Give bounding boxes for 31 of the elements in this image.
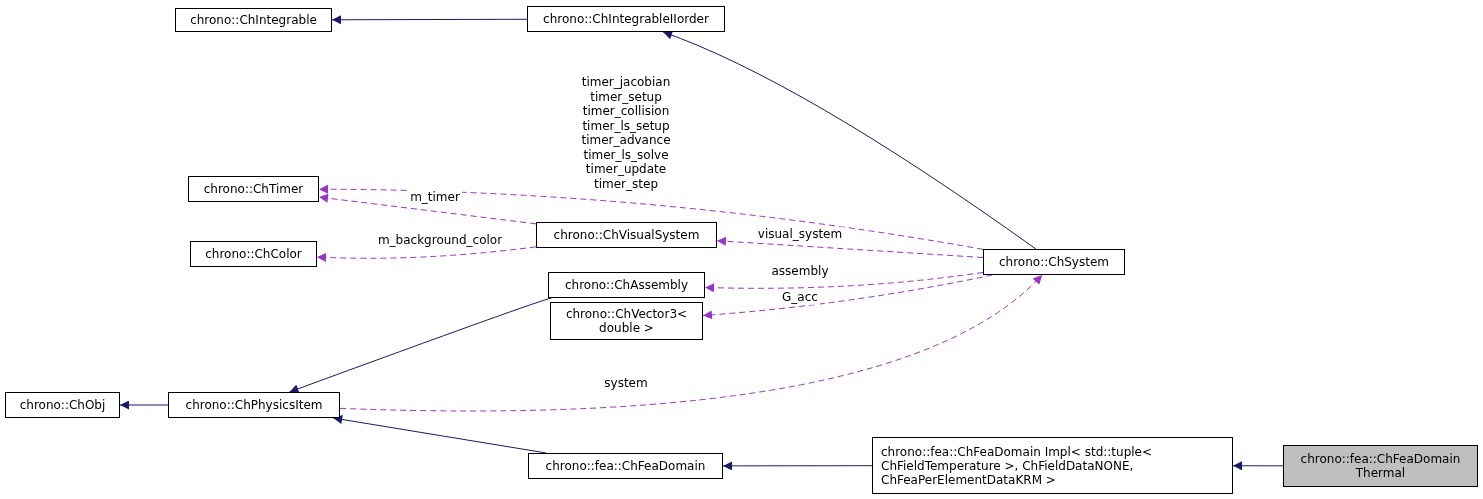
class-box: chrono::fea::ChFeaDomain bbox=[528, 453, 723, 479]
edge-label: assembly bbox=[769, 263, 831, 279]
arrow bbox=[722, 461, 873, 471]
class-box: chrono::ChObj bbox=[5, 392, 120, 418]
class-box: chrono::ChVector3< double > bbox=[550, 302, 703, 340]
edge-label: timer_jacobian timer_setup timer_collision timer_ls_setup timer_advance timer_ls_solve timer_update timer_step bbox=[579, 75, 673, 191]
class-box: chrono::fea::ChFeaDomain Impl< std::tuple< ChFieldTemperature >, ChFieldDataNONE, ChFeaPerElementDataKRM > bbox=[872, 437, 1233, 494]
arrow bbox=[119, 400, 169, 410]
dashed-arrow bbox=[339, 274, 1043, 412]
dashed-arrow bbox=[702, 274, 993, 320]
edge-label: visual_system bbox=[755, 226, 845, 242]
class-box: chrono::ChColor bbox=[190, 241, 317, 267]
dashed-arrow bbox=[318, 184, 984, 250]
arrow bbox=[662, 30, 1037, 250]
class-box: chrono::ChVisualSystem bbox=[536, 222, 717, 248]
class-box: chrono::ChIntegrableIIorder bbox=[527, 6, 725, 32]
class-box: chrono::ChPhysicsItem bbox=[168, 392, 340, 418]
dashed-arrow bbox=[704, 271, 984, 293]
class-box: chrono::ChSystem bbox=[983, 249, 1125, 275]
dashed-arrow bbox=[318, 193, 537, 225]
dashed-arrow bbox=[716, 236, 984, 258]
class-box: chrono::ChIntegrable bbox=[175, 8, 332, 32]
dashed-arrow bbox=[316, 246, 537, 262]
edge-label: m_timer bbox=[408, 189, 462, 205]
edge-label: system bbox=[602, 375, 650, 391]
class-box: chrono::ChAssembly bbox=[548, 272, 705, 298]
arrow bbox=[1232, 461, 1284, 471]
class-box: chrono::ChTimer bbox=[188, 176, 319, 202]
class-box: chrono::fea::ChFeaDomain Thermal bbox=[1283, 445, 1478, 487]
edge-label: G_acc bbox=[780, 289, 820, 305]
arrow bbox=[331, 15, 528, 25]
